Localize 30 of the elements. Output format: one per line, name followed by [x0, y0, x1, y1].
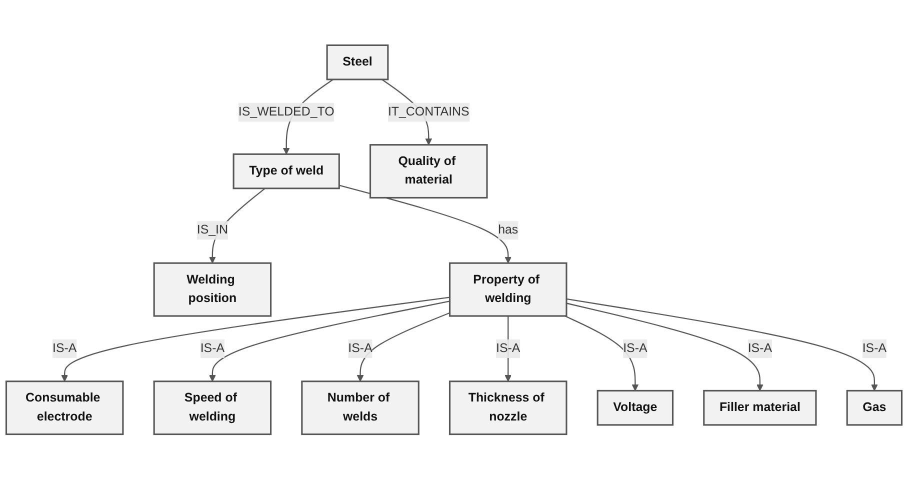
- edge-label: IS-A: [496, 341, 520, 355]
- arrow: [61, 296, 450, 382]
- arrow: [564, 315, 639, 391]
- edge-label: IS_IN: [196, 223, 228, 236]
- edge-label: IT_CONTAINS: [388, 104, 470, 118]
- arrow: [566, 302, 764, 391]
- node-box: Filler material: [703, 390, 817, 426]
- node-box: Thickness of nozzle: [448, 380, 568, 435]
- edge-label: IS-A: [52, 341, 77, 355]
- node-box: Speed of welding: [153, 380, 272, 435]
- node-box: Gas: [846, 390, 903, 426]
- node-box: Number of welds: [301, 380, 420, 435]
- node-box: Type of weld: [232, 153, 340, 189]
- edge-label: IS-A: [200, 341, 225, 355]
- arrow: [209, 300, 450, 382]
- node-box: Consumable electrode: [5, 380, 124, 435]
- edge-label: IS-A: [348, 341, 372, 355]
- node-box: Steel: [326, 44, 389, 80]
- edge-label: IS_WELDED_TO: [238, 104, 334, 118]
- node-box: Voltage: [596, 390, 674, 426]
- arrow: [566, 298, 878, 391]
- node-box: Welding position: [153, 262, 272, 317]
- edge-label: has: [498, 223, 518, 236]
- arrow: [356, 312, 450, 382]
- node-box: Quality of material: [370, 144, 488, 198]
- arrow: [339, 184, 512, 264]
- node-box: Property of welding: [448, 262, 568, 317]
- edge-label: IS-A: [862, 341, 887, 355]
- edge-label: IS-A: [748, 341, 772, 355]
- edge-label: IS-A: [623, 341, 648, 355]
